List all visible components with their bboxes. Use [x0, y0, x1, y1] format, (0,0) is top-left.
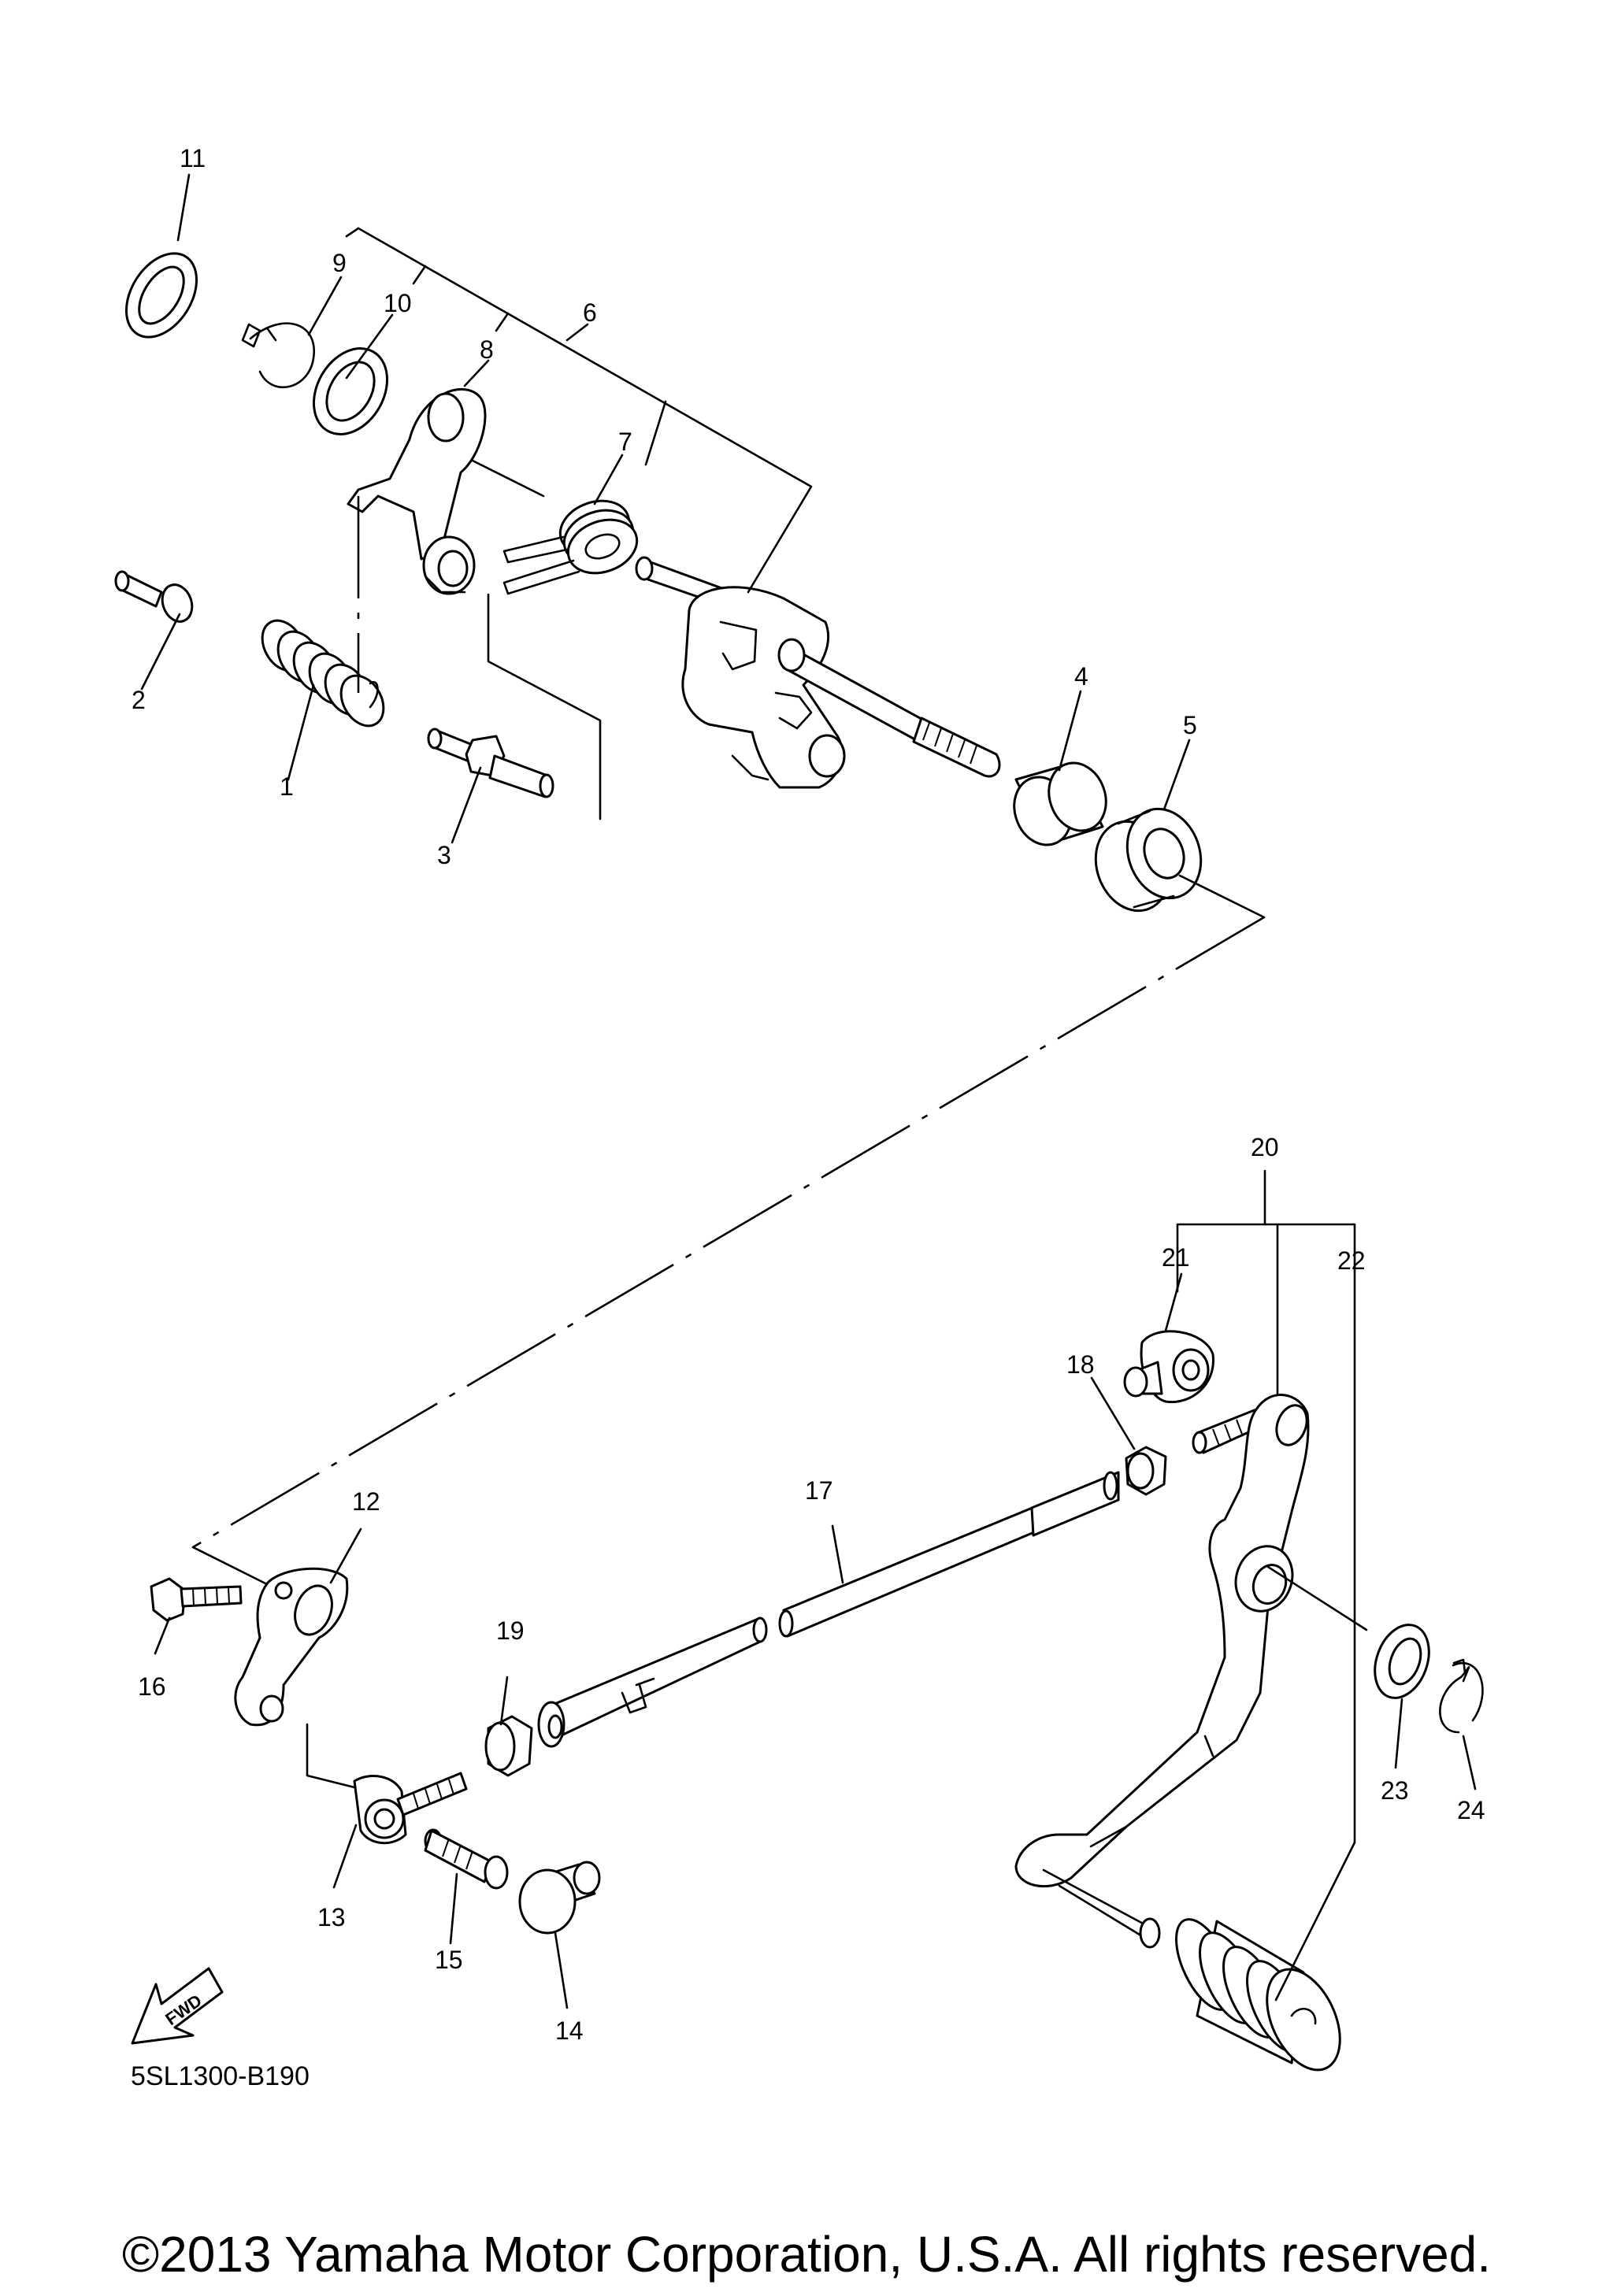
part-2-pin — [114, 570, 194, 623]
callout-8: 8 — [480, 335, 494, 364]
callout-12: 12 — [352, 1487, 380, 1516]
callout-18: 18 — [1066, 1350, 1095, 1379]
callout-7: 7 — [618, 428, 632, 456]
callout-16: 16 — [138, 1672, 166, 1701]
callout-2: 2 — [132, 686, 146, 714]
part-16-bolt — [150, 1577, 243, 1622]
callout-14: 14 — [555, 2016, 584, 2045]
part-14-cap — [518, 1861, 601, 1935]
part-7-spring — [502, 499, 639, 595]
part-1-spring — [261, 619, 385, 728]
assembly-bracket-20 — [1176, 1223, 1368, 2002]
part-12-shift-arm — [234, 1567, 356, 1789]
callout-9: 9 — [332, 249, 347, 277]
callout-3: 3 — [437, 841, 451, 869]
reference-line-long — [191, 874, 1266, 1588]
part-8-plate — [347, 388, 487, 595]
part-3-bolt — [427, 728, 554, 798]
copyright-footer: ©2013 Yamaha Motor Corporation, U.S.A. A… — [121, 2226, 1492, 2283]
callout-4: 4 — [1074, 662, 1088, 691]
callout-10: 10 — [384, 289, 412, 317]
part-17-shift-rod — [537, 1471, 1120, 1748]
callout-6: 6 — [583, 298, 597, 327]
part-18-nut — [1125, 1446, 1167, 1496]
callout-23: 23 — [1381, 1776, 1409, 1805]
callout-21: 21 — [1162, 1243, 1190, 1272]
diagram-code: 5SL1300-B190 — [131, 2061, 310, 2091]
callout-5: 5 — [1183, 711, 1197, 739]
callout-22: 22 — [1337, 1246, 1366, 1275]
callout-19: 19 — [496, 1616, 525, 1645]
part-15-bolt — [424, 1828, 509, 1890]
callout-1: 1 — [280, 772, 294, 801]
part-23-washer — [1374, 1624, 1430, 1699]
part-24-circlip — [1439, 1658, 1484, 1734]
callout-13: 13 — [317, 1903, 346, 1931]
part-10-washer — [312, 347, 389, 435]
part-19-nut — [484, 1715, 533, 1777]
part-11-washer — [124, 252, 198, 339]
part-13-joint — [353, 1772, 468, 1845]
callout-leaders — [140, 173, 1477, 2009]
callout-11: 11 — [180, 144, 206, 172]
callout-numbers: 11 9 10 8 6 7 2 1 3 4 5 12 16 13 15 14 1… — [132, 144, 1485, 2045]
part-22-shift-pedal — [1014, 1394, 1310, 1949]
callout-15: 15 — [435, 1946, 463, 1974]
part-6-shift-shaft — [635, 556, 1001, 789]
assembly-bracket-6 — [345, 227, 813, 594]
part-9-circlip — [241, 322, 316, 389]
callout-20: 20 — [1251, 1133, 1279, 1161]
part-21-rod-end — [1123, 1330, 1214, 1404]
pedal-rubber — [1175, 1918, 1341, 2072]
fwd-arrow-icon: FWD — [131, 1967, 224, 2045]
callout-17: 17 — [805, 1476, 833, 1505]
reference-lines-upper — [357, 459, 602, 820]
part-4-collar — [1013, 761, 1107, 846]
callout-24: 24 — [1457, 1796, 1485, 1824]
